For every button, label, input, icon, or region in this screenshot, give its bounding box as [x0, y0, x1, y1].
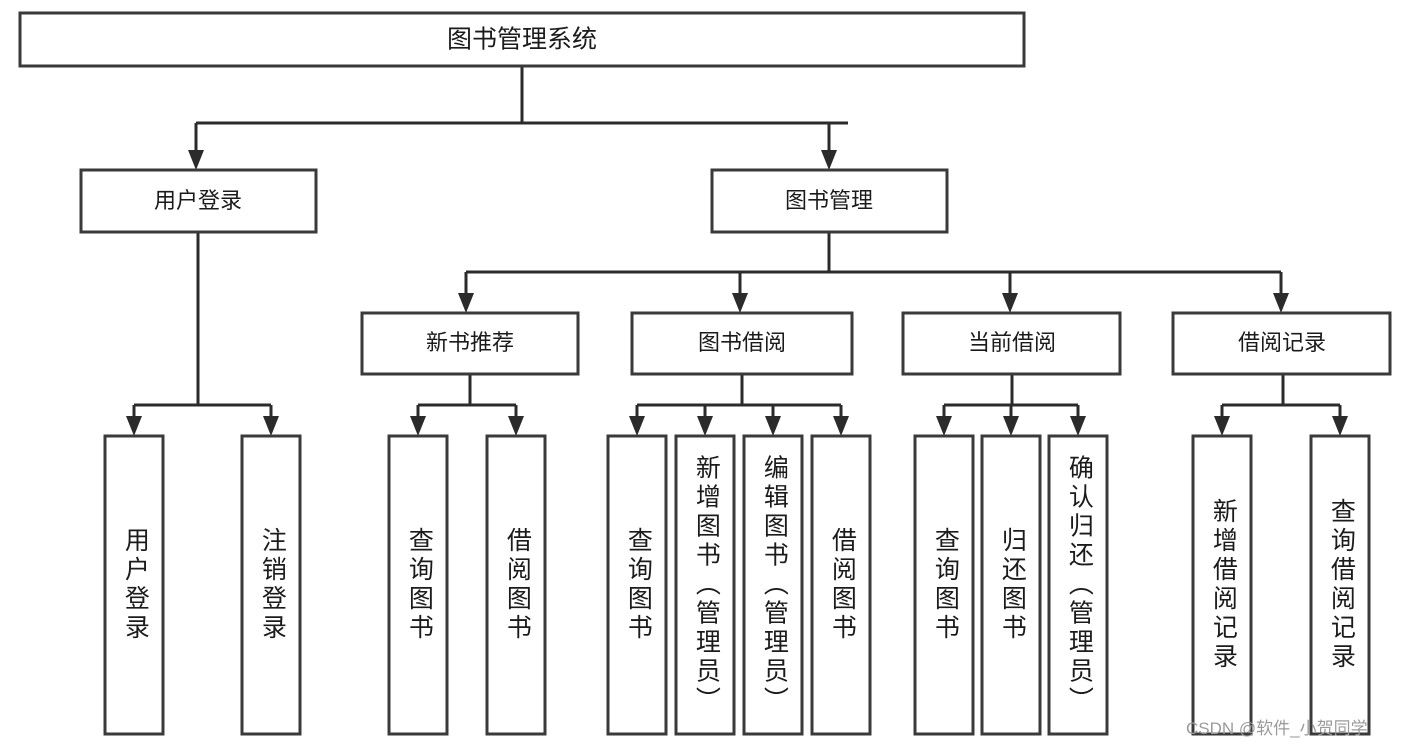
node-current-borrow-label: 当前借阅: [968, 330, 1056, 355]
node-borrow-records[interactable]: 借阅记录: [1171, 311, 1392, 376]
leaf-user-login-logout[interactable]: 注销登录: [240, 434, 302, 736]
node-root-system-label: 图书管理系统: [447, 26, 597, 54]
edge-root-to-level2: [188, 66, 848, 170]
leaf-book-borrow-add-label: 新增图书（管理员）: [692, 455, 721, 716]
arrow-head-icon: [1332, 416, 1348, 436]
node-root-system[interactable]: 图书管理系统: [18, 11, 1026, 68]
node-user-login-label: 用户登录: [154, 188, 242, 213]
arrow-head-icon: [1214, 416, 1230, 436]
node-book-management-label: 图书管理: [785, 188, 873, 213]
leaf-book-borrow-borrow[interactable]: 借阅图书: [810, 434, 872, 736]
arrow-head-icon: [1003, 416, 1019, 436]
leaf-new-book-borrow-label: 借阅图书: [503, 527, 532, 643]
arrow-head-icon: [188, 150, 204, 170]
leaf-current-borrow-query[interactable]: 查询图书: [913, 434, 975, 736]
leaf-book-borrow-query-label: 查询图书: [624, 527, 653, 643]
arrow-head-icon: [410, 416, 426, 436]
node-current-borrow[interactable]: 当前借阅: [901, 311, 1122, 376]
leaf-borrow-records-add[interactable]: 新增借阅记录: [1191, 434, 1253, 736]
leaf-user-login-logout-label: 注销登录: [258, 527, 287, 643]
leaf-book-borrow-edit[interactable]: 编辑图书（管理员）: [742, 434, 804, 736]
node-user-login[interactable]: 用户登录: [79, 168, 318, 234]
edge-book-management-to-level3: [458, 232, 1289, 313]
leaf-new-book-query-label: 查询图书: [405, 527, 434, 643]
leaf-current-borrow-return-label: 归还图书: [998, 527, 1027, 643]
leaf-borrow-records-add-label: 新增借阅记录: [1209, 498, 1238, 672]
leaf-current-borrow-return[interactable]: 归还图书: [980, 434, 1042, 736]
leaf-borrow-records-query-label: 查询借阅记录: [1327, 498, 1356, 672]
leaf-user-login-login[interactable]: 用户登录: [103, 434, 165, 736]
arrow-head-icon: [1273, 293, 1289, 313]
edge-book-borrow-to-leaves: [629, 374, 849, 436]
arrow-head-icon: [821, 150, 837, 170]
leaf-new-book-borrow[interactable]: 借阅图书: [485, 434, 547, 736]
arrow-head-icon: [765, 416, 781, 436]
arrow-head-icon: [508, 416, 524, 436]
arrow-head-icon: [1002, 293, 1018, 313]
leaf-book-borrow-borrow-label: 借阅图书: [828, 527, 857, 643]
leaf-book-borrow-query[interactable]: 查询图书: [606, 434, 668, 736]
leaf-user-login-login-label: 用户登录: [121, 527, 150, 643]
arrow-head-icon: [732, 293, 748, 313]
arrow-head-icon: [458, 293, 474, 313]
node-borrow-records-label: 借阅记录: [1238, 330, 1326, 355]
leaf-current-borrow-query-label: 查询图书: [931, 527, 960, 643]
leaf-current-borrow-confirm-return-label: 确认归还（管理员）: [1065, 455, 1094, 716]
node-new-book-recommend[interactable]: 新书推荐: [360, 311, 580, 376]
edge-user-login-to-leaves: [126, 232, 279, 436]
node-new-book-recommend-label: 新书推荐: [426, 330, 514, 355]
arrow-head-icon: [936, 416, 952, 436]
arrow-head-icon: [833, 416, 849, 436]
arrow-head-icon: [697, 416, 713, 436]
leaf-new-book-query[interactable]: 查询图书: [387, 434, 449, 736]
leaf-book-borrow-add[interactable]: 新增图书（管理员）: [674, 434, 736, 736]
edge-borrow-records-to-leaves: [1214, 374, 1348, 436]
leaf-book-borrow-edit-label: 编辑图书（管理员）: [760, 455, 789, 716]
arrow-head-icon: [629, 416, 645, 436]
node-book-borrow-label: 图书借阅: [698, 330, 786, 355]
csdn-watermark: CSDN @软件_小贺同学: [1186, 719, 1368, 738]
node-book-management[interactable]: 图书管理: [710, 168, 949, 234]
leaf-current-borrow-confirm-return[interactable]: 确认归还（管理员）: [1047, 434, 1109, 736]
arrow-head-icon: [126, 416, 142, 436]
arrow-head-icon: [263, 416, 279, 436]
arrow-head-icon: [1070, 416, 1086, 436]
edge-current-borrow-to-leaves: [936, 374, 1086, 436]
edge-new-book-recommend-to-leaves: [410, 374, 524, 436]
leaf-borrow-records-query[interactable]: 查询借阅记录: [1309, 434, 1371, 736]
node-book-borrow[interactable]: 图书借阅: [630, 311, 854, 376]
